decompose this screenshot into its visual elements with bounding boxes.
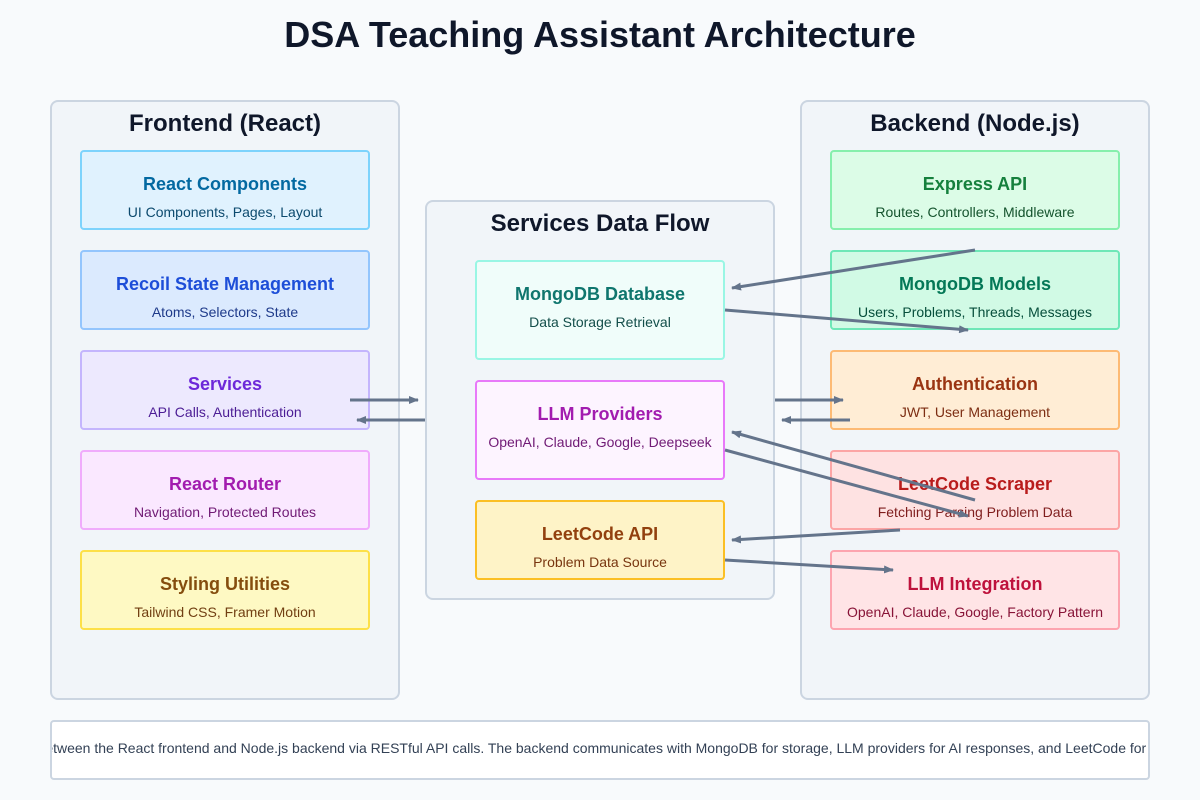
express-api-title: Express API <box>922 174 1028 194</box>
react-router-title: React Router <box>168 474 282 494</box>
mongodb-models-subtitle: Users, Problems, Threads, Messages <box>858 304 1092 320</box>
arrow-group <box>350 248 976 574</box>
llm-integration-subtitle: OpenAI, Claude, Google, Factory Pattern <box>846 604 1104 620</box>
recoil-state-subtitle: Atoms, Selectors, State <box>151 304 299 320</box>
react-router-subtitle: Navigation, Protected Routes <box>133 504 317 520</box>
frontend-services-box: Services API Calls, Authentication <box>80 350 370 430</box>
styling-utilities-subtitle: Tailwind CSS, Framer Motion <box>134 604 316 620</box>
authentication-box: Authentication JWT, User Management <box>830 350 1120 430</box>
leetcode-api-title: LeetCode API <box>541 524 659 544</box>
mongodb-database-box: MongoDB Database Data Storage Retrieval <box>475 260 725 360</box>
react-components-subtitle: UI Components, Pages, Layout <box>127 204 323 220</box>
backend-panel-title: Backend (Node.js) <box>870 110 1080 137</box>
llm-providers-title: LLM Providers <box>537 404 663 424</box>
react-components-title: React Components <box>142 174 308 194</box>
authentication-title: Authentication <box>912 374 1038 394</box>
arrow-llm-providers-to-scraper <box>724 448 969 518</box>
leetcode-scraper-subtitle: Fetching Parsing Problem Data <box>877 504 1073 520</box>
llm-integration-title: LLM Integration <box>907 574 1043 594</box>
styling-utilities-title: Styling Utilities <box>159 574 291 594</box>
arrow-leetcode-api-to-llm-integration <box>724 558 894 574</box>
llm-providers-subtitle: OpenAI, Claude, Google, Deepseek <box>488 434 712 450</box>
leetcode-scraper-box: LeetCode Scraper Fetching Parsing Proble… <box>830 450 1120 530</box>
arrow-mongodb-database-to-models <box>724 308 969 334</box>
frontend-services-title: Services <box>187 374 263 394</box>
services-panel-title: Services Data Flow <box>490 210 710 237</box>
mongodb-models-title: MongoDB Models <box>899 274 1051 294</box>
leetcode-api-box: LeetCode API Problem Data Source <box>475 500 725 580</box>
leetcode-api-subtitle: Problem Data Source <box>533 554 667 570</box>
recoil-state-box: Recoil State Management Atoms, Selectors… <box>80 250 370 330</box>
express-api-box: Express API Routes, Controllers, Middlew… <box>830 150 1120 230</box>
arrow-scraper-to-llm-providers <box>731 430 976 502</box>
arrow-express-to-mongodb-database <box>731 248 976 291</box>
mongodb-models-box: MongoDB Models Users, Problems, Threads,… <box>830 250 1120 330</box>
llm-integration-box: LLM Integration OpenAI, Claude, Google, … <box>830 550 1120 630</box>
express-api-subtitle: Routes, Controllers, Middleware <box>875 204 1075 220</box>
react-router-box: React Router Navigation, Protected Route… <box>80 450 370 530</box>
react-components-box: React Components UI Components, Pages, L… <box>80 150 370 230</box>
mongodb-database-subtitle: Data Storage Retrieval <box>529 314 671 330</box>
footer-caption-box: Data flows between the React frontend an… <box>50 720 1150 780</box>
llm-providers-box: LLM Providers OpenAI, Claude, Google, De… <box>475 380 725 480</box>
authentication-subtitle: JWT, User Management <box>899 404 1051 420</box>
frontend-services-subtitle: API Calls, Authentication <box>148 404 302 420</box>
recoil-state-title: Recoil State Management <box>115 274 335 294</box>
footer-caption-text: Data flows between the React frontend an… <box>52 740 1148 756</box>
frontend-panel-title: Frontend (React) <box>129 110 321 137</box>
styling-utilities-box: Styling Utilities Tailwind CSS, Framer M… <box>80 550 370 630</box>
page-title: DSA Teaching Assistant Architecture <box>284 14 916 55</box>
mongodb-database-title: MongoDB Database <box>514 284 685 304</box>
arrow-scraper-to-leetcode-api <box>731 528 901 544</box>
